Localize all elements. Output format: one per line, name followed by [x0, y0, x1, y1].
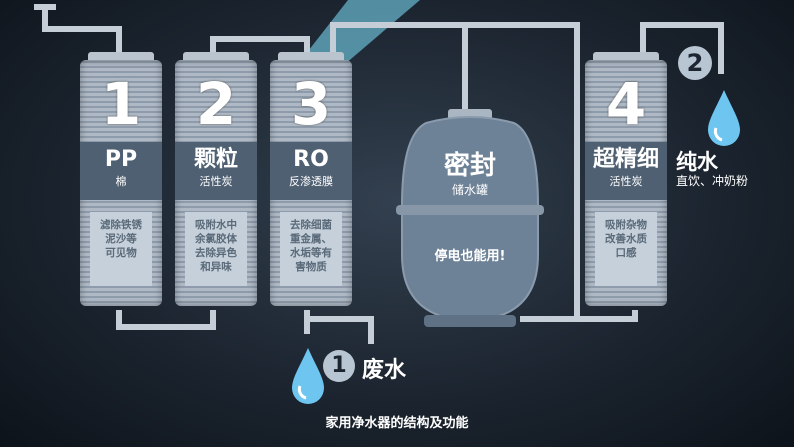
desc-line: 口感 [615, 247, 637, 259]
filter-3: 3 RO 反渗透膜 去除细菌 重金属、 水垢等有 害物质 [270, 52, 352, 314]
tank-note: 停电也能用! [434, 249, 506, 264]
filter-name: PP [104, 147, 138, 172]
tank-sub: 储水罐 [451, 183, 488, 197]
storage-tank: 密封 储水罐 停电也能用! [396, 105, 544, 330]
desc-line: 去除细菌 [290, 219, 332, 231]
filter-sub: 活性炭 [609, 175, 643, 188]
filter-description: 吸附杂物 改善水质 口感 [595, 212, 657, 286]
filter-name: RO [293, 147, 329, 172]
water-drop-icon [708, 90, 740, 146]
filter-sub: 棉 [115, 175, 127, 188]
filter-1: 1 PP 棉 滤除铁锈 泥沙等 可见物 [80, 52, 162, 314]
filter-number: 1 [100, 70, 142, 138]
filter-number: 2 [195, 70, 237, 138]
desc-line: 泥沙等 [105, 233, 137, 245]
desc-line: 和异味 [200, 261, 232, 273]
desc-line: 吸附杂物 [605, 219, 647, 231]
desc-line: 吸附水中 [195, 219, 237, 231]
desc-line: 改善水质 [605, 233, 647, 245]
pure-water-badge: 2 [678, 46, 712, 80]
desc-line: 重金属、 [290, 233, 332, 245]
desc-line: 滤除铁锈 [100, 219, 142, 231]
tank-shape [396, 109, 544, 327]
filter-4: 4 超精细活性炭 吸附杂物 改善水质 口感 [585, 52, 667, 314]
pure-water-label: 纯水 [676, 150, 718, 174]
filter-number: 4 [605, 70, 647, 138]
filter-name: 颗粒 [193, 147, 238, 172]
desc-line: 可见物 [105, 247, 137, 259]
filter-sub: 反渗透膜 [289, 175, 333, 188]
desc-line: 害物质 [295, 261, 327, 273]
filter-number: 3 [290, 70, 332, 138]
filter-description: 去除细菌 重金属、 水垢等有 害物质 [280, 212, 342, 286]
filter-description: 吸附水中 余氯胶体 去除异色 和异味 [185, 212, 247, 286]
tank-name: 密封 [443, 151, 496, 181]
desc-line: 水垢等有 [290, 247, 332, 259]
desc-line: 余氯胶体 [195, 233, 237, 245]
waste-water-label: 废水 [362, 358, 407, 383]
filter-description: 滤除铁锈 泥沙等 可见物 [90, 212, 152, 286]
pure-water-uses: 直饮、冲奶粉 [676, 174, 749, 188]
waste-water-badge: 1 [323, 350, 355, 382]
desc-line: 去除异色 [195, 247, 237, 259]
diagram-caption: 家用净水器的结构及功能 [325, 416, 469, 431]
filter-name: 超精细 [592, 147, 659, 172]
filter-2: 2 颗粒活性炭 吸附水中 余氯胶体 去除异色 和异味 [175, 52, 257, 314]
filter-sub: 活性炭 [199, 175, 233, 188]
water-drop-icon [292, 348, 324, 404]
